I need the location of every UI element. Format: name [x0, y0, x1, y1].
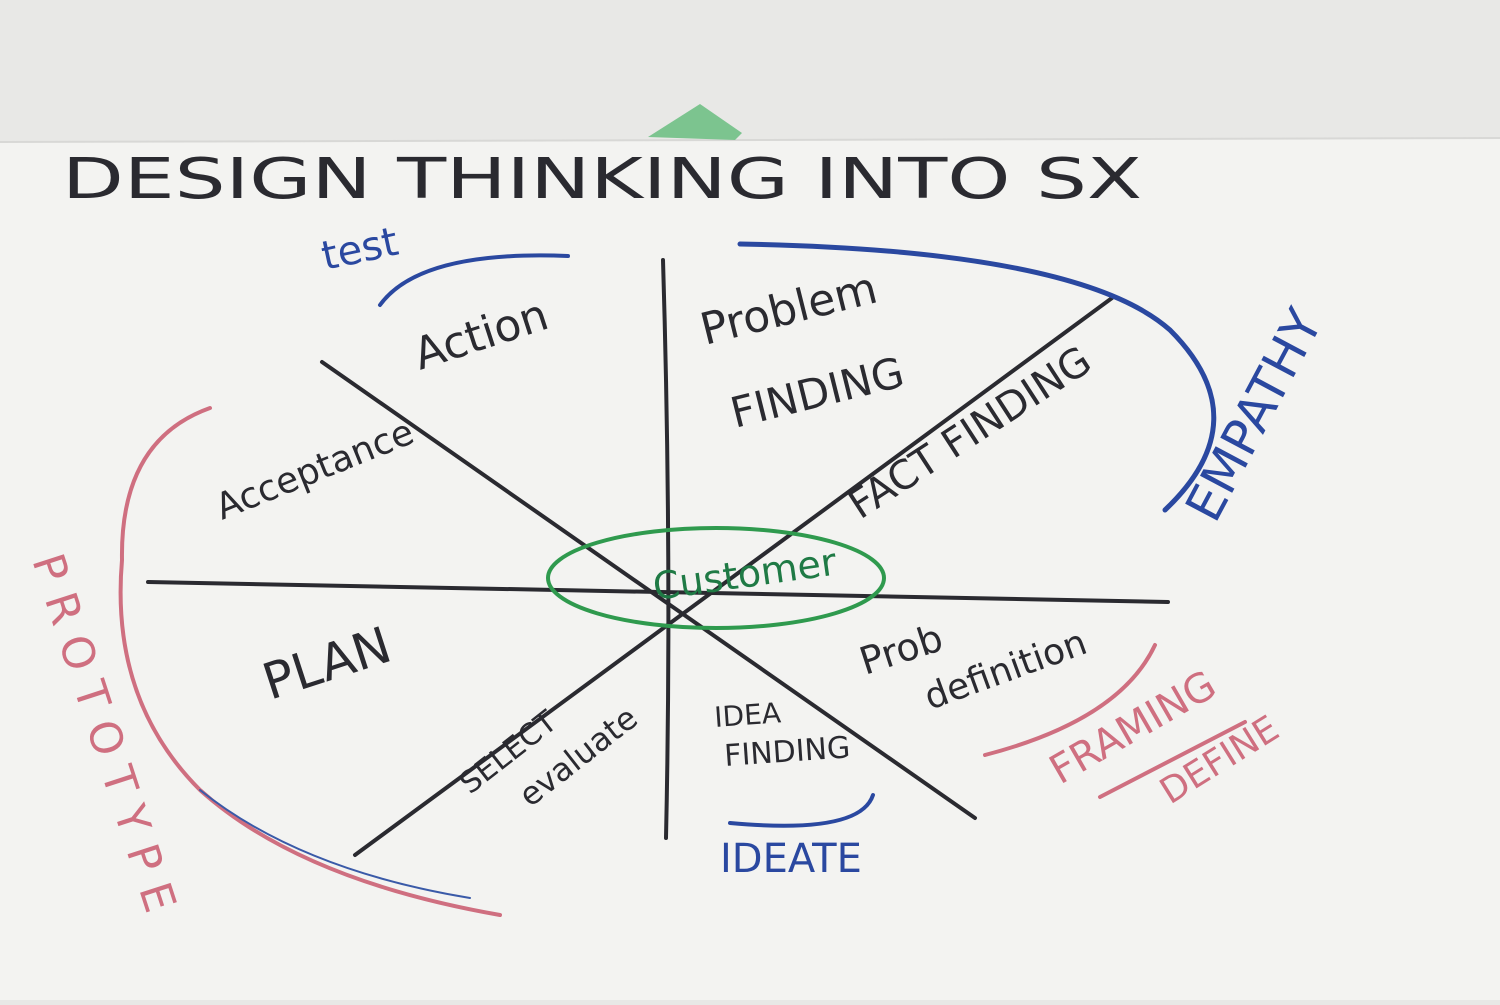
prototype-arc-blue	[199, 789, 471, 899]
empathy-arc	[737, 241, 1217, 513]
spoke-vertical	[661, 258, 671, 840]
framing-define-divider	[1098, 720, 1247, 799]
framing-arc	[983, 643, 1157, 757]
spoke-diagonal-up	[353, 296, 1114, 857]
prototype-arc	[118, 406, 502, 917]
spoke-horizontal	[146, 580, 1170, 604]
wheel-spokes	[146, 258, 1170, 857]
label-idea: IDEA	[713, 696, 782, 734]
ideate-arc	[728, 793, 875, 828]
paper-edge	[0, 137, 1500, 143]
customer-ellipse	[546, 526, 886, 630]
phase-ideate: IDEATE	[720, 836, 862, 882]
test-arc	[378, 253, 570, 307]
phase-arcs	[118, 241, 1247, 917]
chart-title: DESIGN THINKING INTO SX	[62, 147, 1142, 212]
spoke-diagonal-down	[320, 360, 977, 820]
green-tape	[648, 104, 742, 140]
